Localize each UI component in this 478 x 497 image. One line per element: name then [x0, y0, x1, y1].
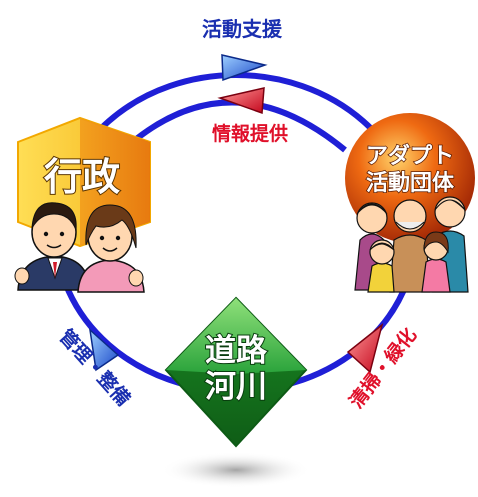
- red-arrow-icon: [217, 87, 265, 115]
- label-seiso-ryokka: 清掃・緑化: [345, 323, 422, 412]
- adopt-label-line1: アダプト: [366, 143, 454, 169]
- family-group-icon: [354, 196, 469, 293]
- label-katsudo-shien: 活動支援: [202, 17, 283, 41]
- blue-arrow-icon: [88, 328, 120, 372]
- diamond-shadow: [161, 452, 311, 488]
- road-label-line1: 道路: [205, 333, 268, 369]
- blue-arrow-icon: [221, 54, 268, 82]
- adopt-label-line2: 活動団体: [366, 171, 455, 196]
- road-label-line2: 河川: [205, 369, 267, 405]
- gyosei-label: 行政: [44, 155, 120, 199]
- road-river-diamond: 道路 河川: [164, 296, 308, 448]
- official-people-icon: [14, 202, 145, 293]
- red-arrow-icon: [346, 323, 384, 374]
- label-joho-teikyo: 情報提供: [212, 122, 288, 145]
